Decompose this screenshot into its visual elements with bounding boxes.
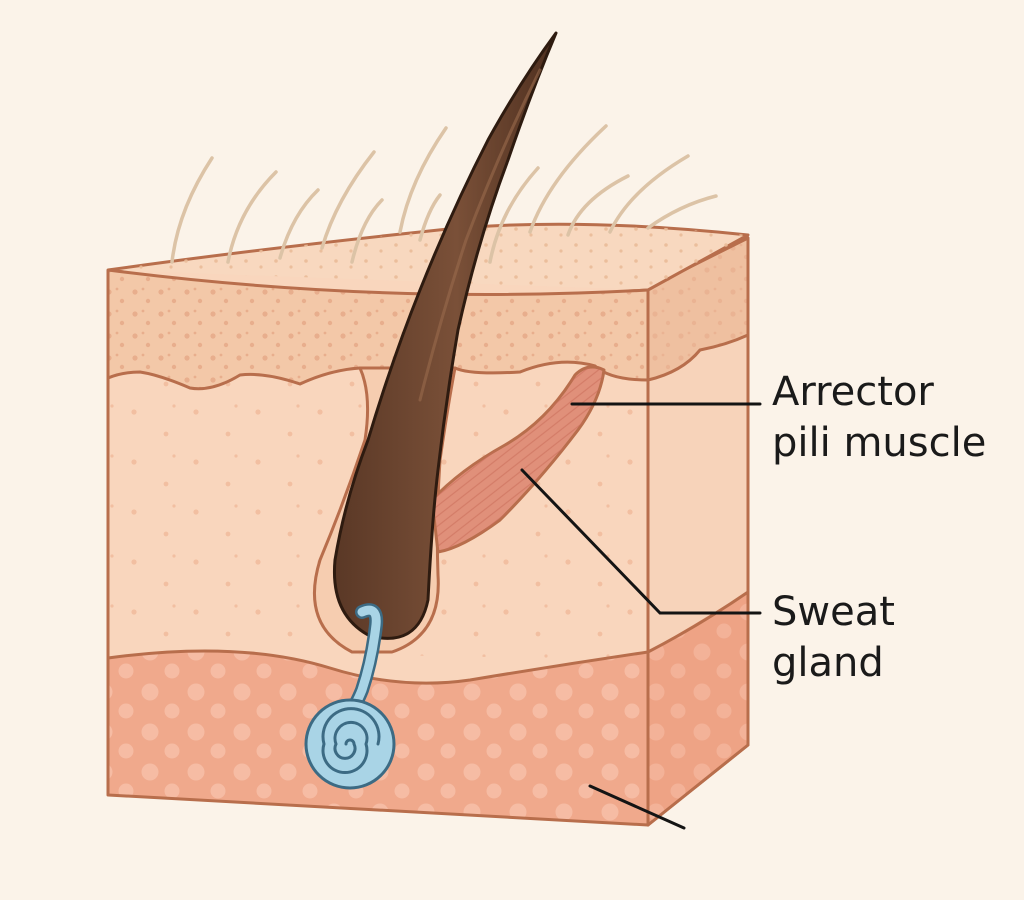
leader-lines — [520, 402, 762, 830]
sweat-gland-coil-icon — [304, 603, 396, 790]
arrector-label-line2: pili muscle — [772, 420, 986, 466]
dermal-epidermal-junction — [107, 360, 649, 391]
sweat-gland-label-line2: gland — [772, 640, 884, 686]
hypodermis-leader-line — [588, 784, 686, 830]
sweat-gland-body — [304, 698, 396, 790]
arrector-pili-muscle — [430, 365, 606, 554]
sweat-gland-coil — [321, 707, 381, 775]
labels: Arrector pili muscle Sweat gland — [772, 369, 986, 686]
arrector-label-line1: Arrector — [772, 369, 934, 415]
sweat-gland-leader-line — [520, 468, 762, 615]
fine-hairs — [170, 124, 718, 264]
sweat-gland-label-line1: Sweat — [772, 589, 895, 635]
